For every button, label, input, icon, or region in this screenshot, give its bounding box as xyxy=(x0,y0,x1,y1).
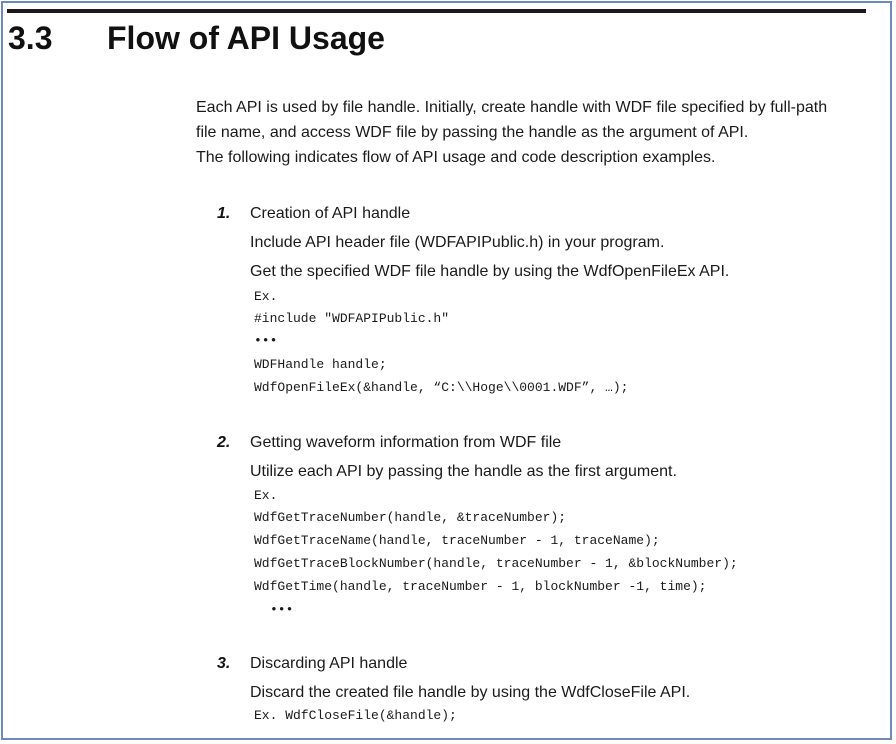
step-2-number: 2. xyxy=(217,434,231,451)
step-3-number: 3. xyxy=(217,655,231,672)
heading-rule xyxy=(7,9,866,13)
step-1-code-3: ••• xyxy=(254,333,278,348)
step-2-text-1: Utilize each API by passing the handle a… xyxy=(250,463,677,480)
intro-line-3: The following indicates flow of API usag… xyxy=(196,149,716,166)
intro-line-2: file name, and access WDF file by passin… xyxy=(196,124,749,141)
step-2-code-5: WdfGetTime(handle, traceNumber - 1, bloc… xyxy=(254,579,707,594)
step-1-number: 1. xyxy=(217,205,231,222)
step-3-title: Discarding API handle xyxy=(250,655,408,672)
step-1-code-1: Ex. xyxy=(254,289,278,304)
intro-line-1: Each API is used by file handle. Initial… xyxy=(196,99,828,116)
step-3-text-1: Discard the created file handle by using… xyxy=(250,684,691,701)
step-2-code-2: WdfGetTraceNumber(handle, &traceNumber); xyxy=(254,510,567,525)
section-title: Flow of API Usage xyxy=(107,20,385,56)
step-1-code-2: #include "WDFAPIPublic.h" xyxy=(254,311,450,326)
step-1-code-4: WDFHandle handle; xyxy=(254,357,387,372)
section-number: 3.3 xyxy=(8,20,53,56)
step-2-title: Getting waveform information from WDF fi… xyxy=(250,434,562,451)
step-1-code-5: WdfOpenFileEx(&handle, “C:\\Hoge\\0001.W… xyxy=(254,380,629,395)
step-2-code-3: WdfGetTraceName(handle, traceNumber - 1,… xyxy=(254,533,660,548)
step-2-code-6: ••• xyxy=(270,602,294,617)
step-1-title: Creation of API handle xyxy=(250,205,411,222)
step-2-code-1: Ex. xyxy=(254,488,278,503)
step-2-code-4: WdfGetTraceBlockNumber(handle, traceNumb… xyxy=(254,556,738,571)
step-3-code-1: Ex. WdfCloseFile(&handle); xyxy=(254,708,457,723)
step-1-text-1: Include API header file (WDFAPIPublic.h)… xyxy=(250,234,665,251)
step-1-text-2: Get the specified WDF file handle by usi… xyxy=(250,263,730,280)
